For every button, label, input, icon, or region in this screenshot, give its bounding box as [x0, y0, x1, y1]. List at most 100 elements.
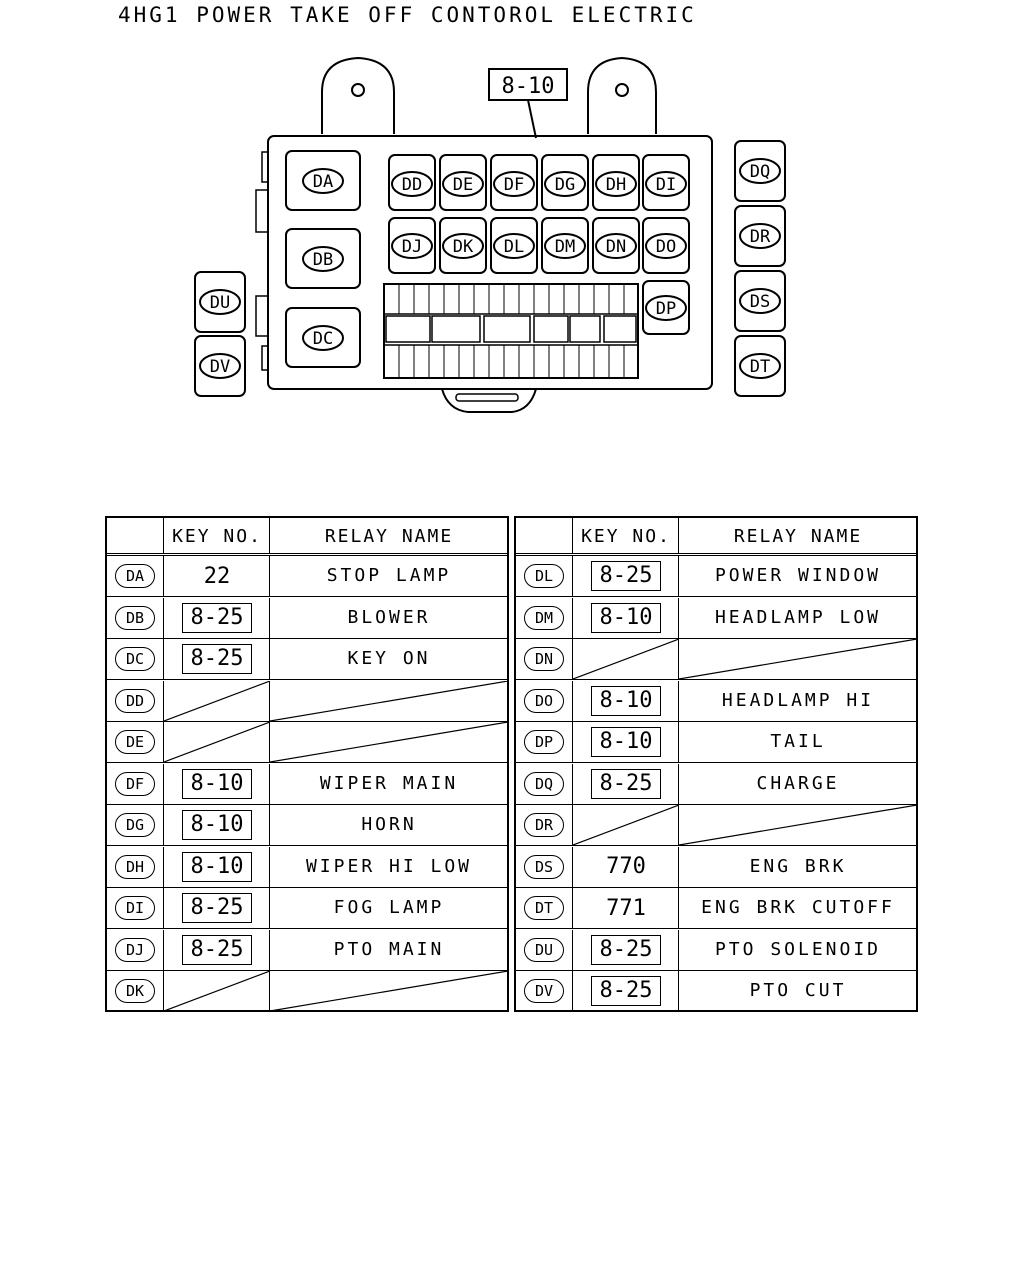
relay-dc-label: DC: [313, 329, 333, 349]
relay-slot-da: [285, 150, 361, 211]
relay-dj-label: DJ: [402, 237, 422, 257]
relay-ds-marker: [739, 288, 781, 314]
key-no-cell: 771: [572, 888, 679, 928]
relay-name-cell: TAIL: [678, 722, 917, 762]
key-no: 8-25: [181, 893, 253, 923]
key-no-cell: 8-10: [163, 846, 270, 887]
unused-slash: [164, 681, 270, 721]
relay-id-cell: DT: [516, 888, 572, 928]
right-mounting-hole: [615, 83, 629, 97]
relay-dh-marker: [595, 171, 637, 197]
relay-id-cell: DU: [516, 930, 572, 970]
relay-dl-label: DL: [504, 237, 524, 257]
relay-id-cell: DG: [107, 805, 163, 845]
relay-dr-marker: [739, 223, 781, 249]
relay-slot-dj: [388, 217, 436, 274]
relay-slot-di: [642, 154, 690, 211]
key-no: 771: [606, 895, 646, 921]
key-no-cell: 8-25: [163, 597, 270, 638]
key-no: 8-25: [181, 602, 253, 633]
relay-do-label: DO: [656, 237, 676, 257]
relay-name-cell: [269, 722, 508, 762]
body-tab-left-2: [255, 189, 269, 233]
relay-id-cell: DF: [107, 764, 163, 804]
relay-name-cell: PTO MAIN: [269, 929, 508, 970]
relay-dg-marker: [544, 171, 586, 197]
relay-id: DJ: [115, 937, 155, 962]
relay-name: STOP LAMP: [326, 565, 452, 586]
key-no-cell: 22: [163, 556, 270, 596]
relay-id: DR: [524, 813, 564, 837]
relay-name: CHARGE: [756, 772, 840, 794]
relay-name-cell: PTO CUT: [678, 971, 917, 1011]
relay-slot-dp: [642, 280, 690, 335]
key-no-cell: [163, 680, 270, 721]
table-row: DN: [516, 639, 916, 680]
relay-slot-df: [490, 154, 538, 211]
key-no: 8-10: [181, 851, 253, 882]
relay-name-cell: POWER WINDOW: [678, 556, 917, 596]
relay-id-cell: DD: [107, 681, 163, 721]
relay-dq-label: DQ: [750, 162, 770, 182]
relay-id: DM: [524, 605, 564, 630]
key-no-cell: 8-10: [572, 680, 679, 721]
unused-slash: [679, 639, 917, 679]
key-no-cell: 8-10: [163, 763, 270, 804]
relay-dv-marker: [199, 353, 241, 379]
key-no: 8-25: [590, 768, 662, 799]
relay-name: BLOWER: [347, 606, 431, 628]
relay-dg-label: DG: [555, 175, 575, 195]
relay-id-cell: DR: [516, 805, 572, 845]
relay-di-label: DI: [656, 175, 676, 195]
relay-dr-label: DR: [750, 227, 771, 247]
relay-name: KEY ON: [347, 648, 431, 669]
key-no-cell: 8-25: [572, 763, 679, 804]
relay-slot-dv: [194, 335, 246, 397]
relay-id-cell: DH: [107, 847, 163, 887]
key-no-cell: 8-25: [572, 929, 679, 970]
key-no-cell: [163, 722, 270, 762]
relay-dn-label: DN: [606, 237, 626, 257]
relay-de-label: DE: [453, 175, 473, 195]
relay-dd-marker: [391, 171, 433, 197]
bottom-connector: [441, 388, 537, 413]
relay-name: HEADLAMP HI: [721, 689, 875, 711]
relay-id: DU: [524, 937, 564, 962]
relay-name-cell: [269, 680, 508, 721]
relay-do-marker: [645, 233, 687, 259]
relay-df-label: DF: [504, 175, 524, 195]
relay-id-cell: DK: [107, 971, 163, 1011]
right-mounting-ear: [587, 56, 657, 134]
relay-id: DB: [115, 605, 155, 630]
relay-dm-label: DM: [555, 237, 575, 257]
header-key-no: KEY NO.: [572, 518, 679, 553]
relay-name-cell: FOG LAMP: [269, 888, 508, 928]
relay-id-cell: DI: [107, 888, 163, 928]
fuse-box-body: [267, 135, 713, 390]
relay-dc-marker: [302, 325, 344, 351]
relay-id: DD: [115, 688, 155, 713]
relay-name: WIPER MAIN: [319, 772, 459, 794]
relay-id-cell: DS: [516, 847, 572, 887]
relay-slot-de: [439, 154, 487, 211]
relay-dk-marker: [442, 233, 484, 259]
relay-name-cell: HORN: [269, 805, 508, 845]
relay-de-marker: [442, 171, 484, 197]
key-no: 8-25: [590, 976, 662, 1006]
key-no-cell: [163, 971, 270, 1011]
relay-dt-marker: [739, 353, 781, 379]
relay-name-cell: WIPER HI LOW: [269, 846, 508, 887]
relay-id-cell: DE: [107, 722, 163, 762]
relay-db-marker: [302, 246, 344, 272]
key-no-cell: 8-25: [572, 971, 679, 1011]
relay-dj-marker: [391, 233, 433, 259]
left-mounting-hole: [351, 83, 365, 97]
relay-dd-label: DD: [402, 175, 422, 195]
relay-slot-dg: [541, 154, 589, 211]
